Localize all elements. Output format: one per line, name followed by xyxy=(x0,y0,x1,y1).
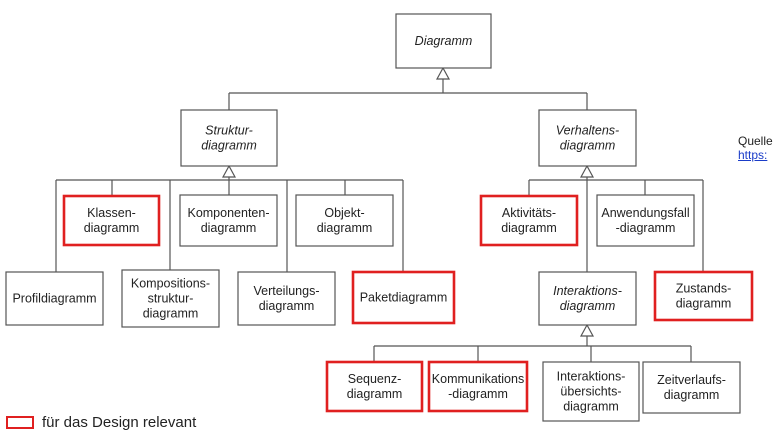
node-label: Struktur- xyxy=(205,124,253,138)
node-kompositions: Kompositions-struktur-diagramm xyxy=(121,269,220,328)
node-label: Diagramm xyxy=(415,34,473,48)
node-label: -diagramm xyxy=(448,387,508,401)
node-label: diagramm xyxy=(347,387,403,401)
node-label: Profildiagramm xyxy=(12,292,96,306)
node-box xyxy=(62,194,161,247)
node-label: Interaktions- xyxy=(557,370,626,384)
generalization-arrow-icon xyxy=(579,164,595,178)
node-interaktions: Interaktions-diagramm xyxy=(538,271,637,326)
node-label: diagramm xyxy=(201,221,257,235)
node-diagramm: Diagramm xyxy=(395,13,492,69)
node-aktivitaets: Aktivitäts-diagramm xyxy=(479,194,579,247)
node-box xyxy=(295,194,394,247)
node-box xyxy=(542,361,640,422)
node-label: diagramm xyxy=(317,221,373,235)
node-box xyxy=(5,271,104,326)
source-label: Quelle xyxy=(738,134,773,148)
node-label: Objekt- xyxy=(324,206,364,220)
legend: für das Design relevant xyxy=(6,413,196,431)
node-box xyxy=(538,271,637,326)
edge-interaktions xyxy=(373,323,692,362)
node-box xyxy=(538,109,637,167)
edge-verhaltens xyxy=(528,164,704,272)
source-reference: Quelle https: xyxy=(738,134,773,162)
node-profil: Profildiagramm xyxy=(5,271,104,326)
generalization-arrow-icon xyxy=(435,66,451,80)
node-label: struktur- xyxy=(148,292,194,306)
node-label: diagramm xyxy=(201,139,257,153)
diagram-nodes: DiagrammStruktur-diagrammVerhaltens-diag… xyxy=(5,13,754,422)
node-label: Anwendungsfall xyxy=(601,206,689,220)
node-box xyxy=(642,361,741,414)
edge-struktur xyxy=(55,164,404,272)
node-label: Aktivitäts- xyxy=(502,206,556,220)
node-box xyxy=(179,194,278,247)
node-verteilungs: Verteilungs-diagramm xyxy=(237,271,336,326)
node-label: diagramm xyxy=(560,299,616,313)
edge-diagramm xyxy=(228,66,588,110)
node-label: diagramm xyxy=(84,221,140,235)
node-label: Kompositions- xyxy=(131,277,210,291)
node-label: Zeitverlaufs- xyxy=(657,373,726,387)
node-zustands: Zustands-diagramm xyxy=(653,270,754,322)
node-box xyxy=(121,269,220,328)
node-label: diagramm xyxy=(143,307,199,321)
node-label: Kommunikations xyxy=(432,372,524,386)
node-box xyxy=(427,360,529,413)
node-label: Klassen- xyxy=(87,206,136,220)
node-box xyxy=(237,271,336,326)
node-box xyxy=(180,109,278,167)
node-objekt: Objekt-diagramm xyxy=(295,194,394,247)
inheritance-edges xyxy=(55,66,704,362)
node-kommunikations: Kommunikations-diagramm xyxy=(427,360,529,413)
node-label: Komponenten- xyxy=(187,206,269,220)
node-box xyxy=(653,270,754,322)
node-verhaltens: Verhaltens-diagramm xyxy=(538,109,637,167)
node-label: -diagramm xyxy=(616,221,676,235)
node-label: diagramm xyxy=(563,400,619,414)
node-label: Verhaltens- xyxy=(556,124,619,138)
legend-text: für das Design relevant xyxy=(42,413,197,431)
node-label: Verteilungs- xyxy=(253,284,319,298)
node-struktur: Struktur-diagramm xyxy=(180,109,278,167)
node-label: diagramm xyxy=(560,139,616,153)
source-link[interactable]: https: xyxy=(738,148,768,162)
node-anwendungsfall: Anwendungsfall-diagramm xyxy=(596,194,695,247)
node-label: diagramm xyxy=(501,221,557,235)
node-sequenz: Sequenz-diagramm xyxy=(325,360,424,413)
node-label: diagramm xyxy=(676,297,732,311)
generalization-arrow-icon xyxy=(579,323,595,337)
node-label: Sequenz- xyxy=(348,372,402,386)
node-box xyxy=(479,194,579,247)
node-box xyxy=(395,13,492,69)
node-label: übersichts- xyxy=(560,385,621,399)
node-zeitverlaufs: Zeitverlaufs-diagramm xyxy=(642,361,741,414)
node-komponenten: Komponenten-diagramm xyxy=(179,194,278,247)
legend-red-box-icon xyxy=(6,415,34,429)
node-box xyxy=(325,360,424,413)
node-klassen: Klassen-diagramm xyxy=(62,194,161,247)
node-label: diagramm xyxy=(259,299,315,313)
node-label: Interaktions- xyxy=(553,284,622,298)
node-box xyxy=(351,270,456,325)
node-paket: Paketdiagramm xyxy=(351,270,456,325)
node-box xyxy=(596,194,695,247)
node-label: diagramm xyxy=(664,388,720,402)
node-label: Paketdiagramm xyxy=(360,291,448,305)
generalization-arrow-icon xyxy=(221,164,237,178)
node-label: Zustands- xyxy=(676,282,732,296)
node-interaktionsuebersicht: Interaktions-übersichts-diagramm xyxy=(542,361,640,422)
